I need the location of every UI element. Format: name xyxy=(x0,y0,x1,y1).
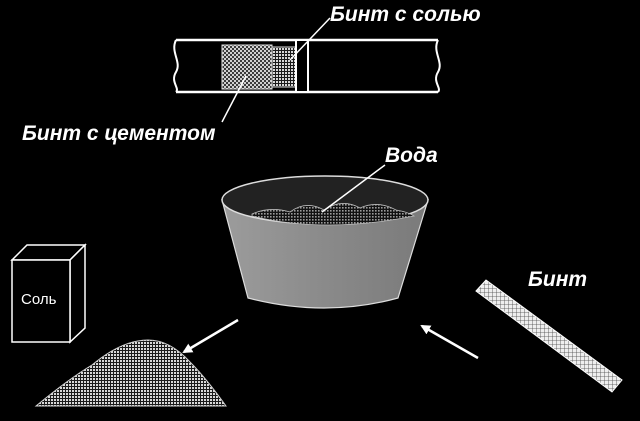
water-surface xyxy=(251,203,416,226)
salt-bandage-label: Бинт с солью xyxy=(330,3,481,26)
salt-box-front xyxy=(11,259,71,343)
pipe-assembly xyxy=(173,38,441,94)
pipe-left-break xyxy=(173,39,179,93)
salt-box-side xyxy=(69,243,86,344)
salt-box: Соль xyxy=(10,243,87,344)
salt-bandage-leader xyxy=(289,17,331,61)
cement-bandage-leader xyxy=(221,75,247,123)
salt-box-label: Соль xyxy=(21,291,57,308)
salt-bandage-wrap xyxy=(271,46,297,88)
pipe-right-break xyxy=(435,39,441,93)
arrow-to-bowl xyxy=(420,324,479,360)
arrow-to-salt-pile xyxy=(182,318,239,354)
cement-bandage-label: Бинт с цементом xyxy=(22,122,216,145)
bowl-with-water xyxy=(221,175,429,309)
bandage-label: Бинт xyxy=(528,268,587,291)
water-leader xyxy=(321,164,386,213)
pipe-clamp xyxy=(295,39,309,93)
cement-bandage-wrap xyxy=(221,44,273,90)
water-label: Вода xyxy=(385,144,438,167)
bandage-strip xyxy=(475,279,623,393)
salt-pile xyxy=(34,339,227,407)
